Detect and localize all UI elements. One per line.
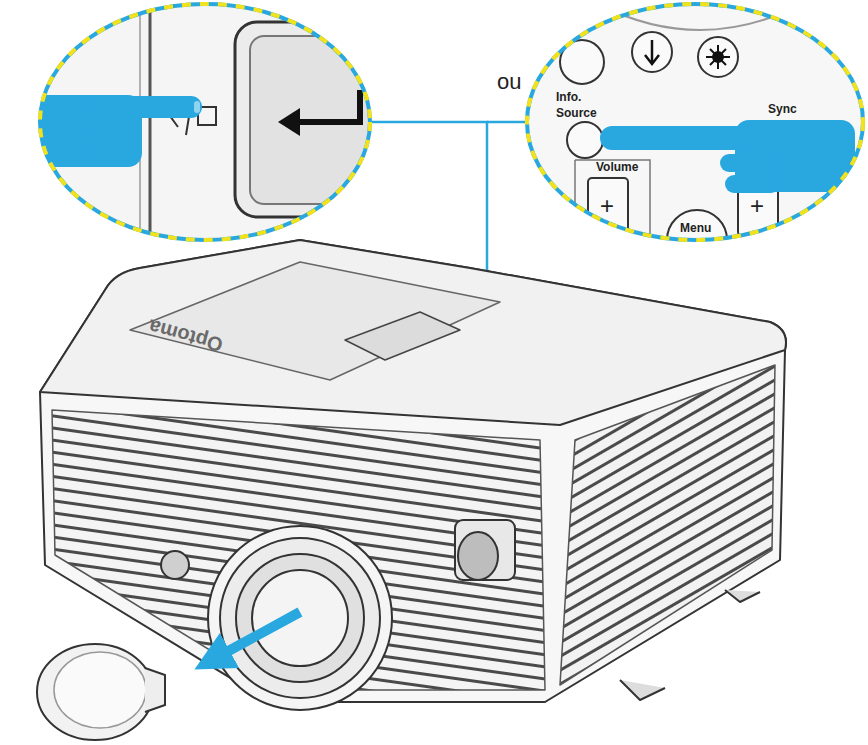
button-label: Sync xyxy=(768,103,797,116)
lens-cap xyxy=(37,644,165,740)
button-callout xyxy=(30,0,405,250)
removal-arrow xyxy=(212,612,300,660)
button-symbol: + xyxy=(750,193,764,219)
projector-body xyxy=(40,240,786,710)
button-label: Info. xyxy=(556,91,581,104)
button-label: Source xyxy=(556,107,597,120)
button-label: Volume xyxy=(596,161,638,174)
button-label: Menu xyxy=(680,222,711,235)
button-symbol: + xyxy=(600,193,614,219)
connector-word: ou xyxy=(497,70,521,94)
remote-callout xyxy=(520,0,868,270)
